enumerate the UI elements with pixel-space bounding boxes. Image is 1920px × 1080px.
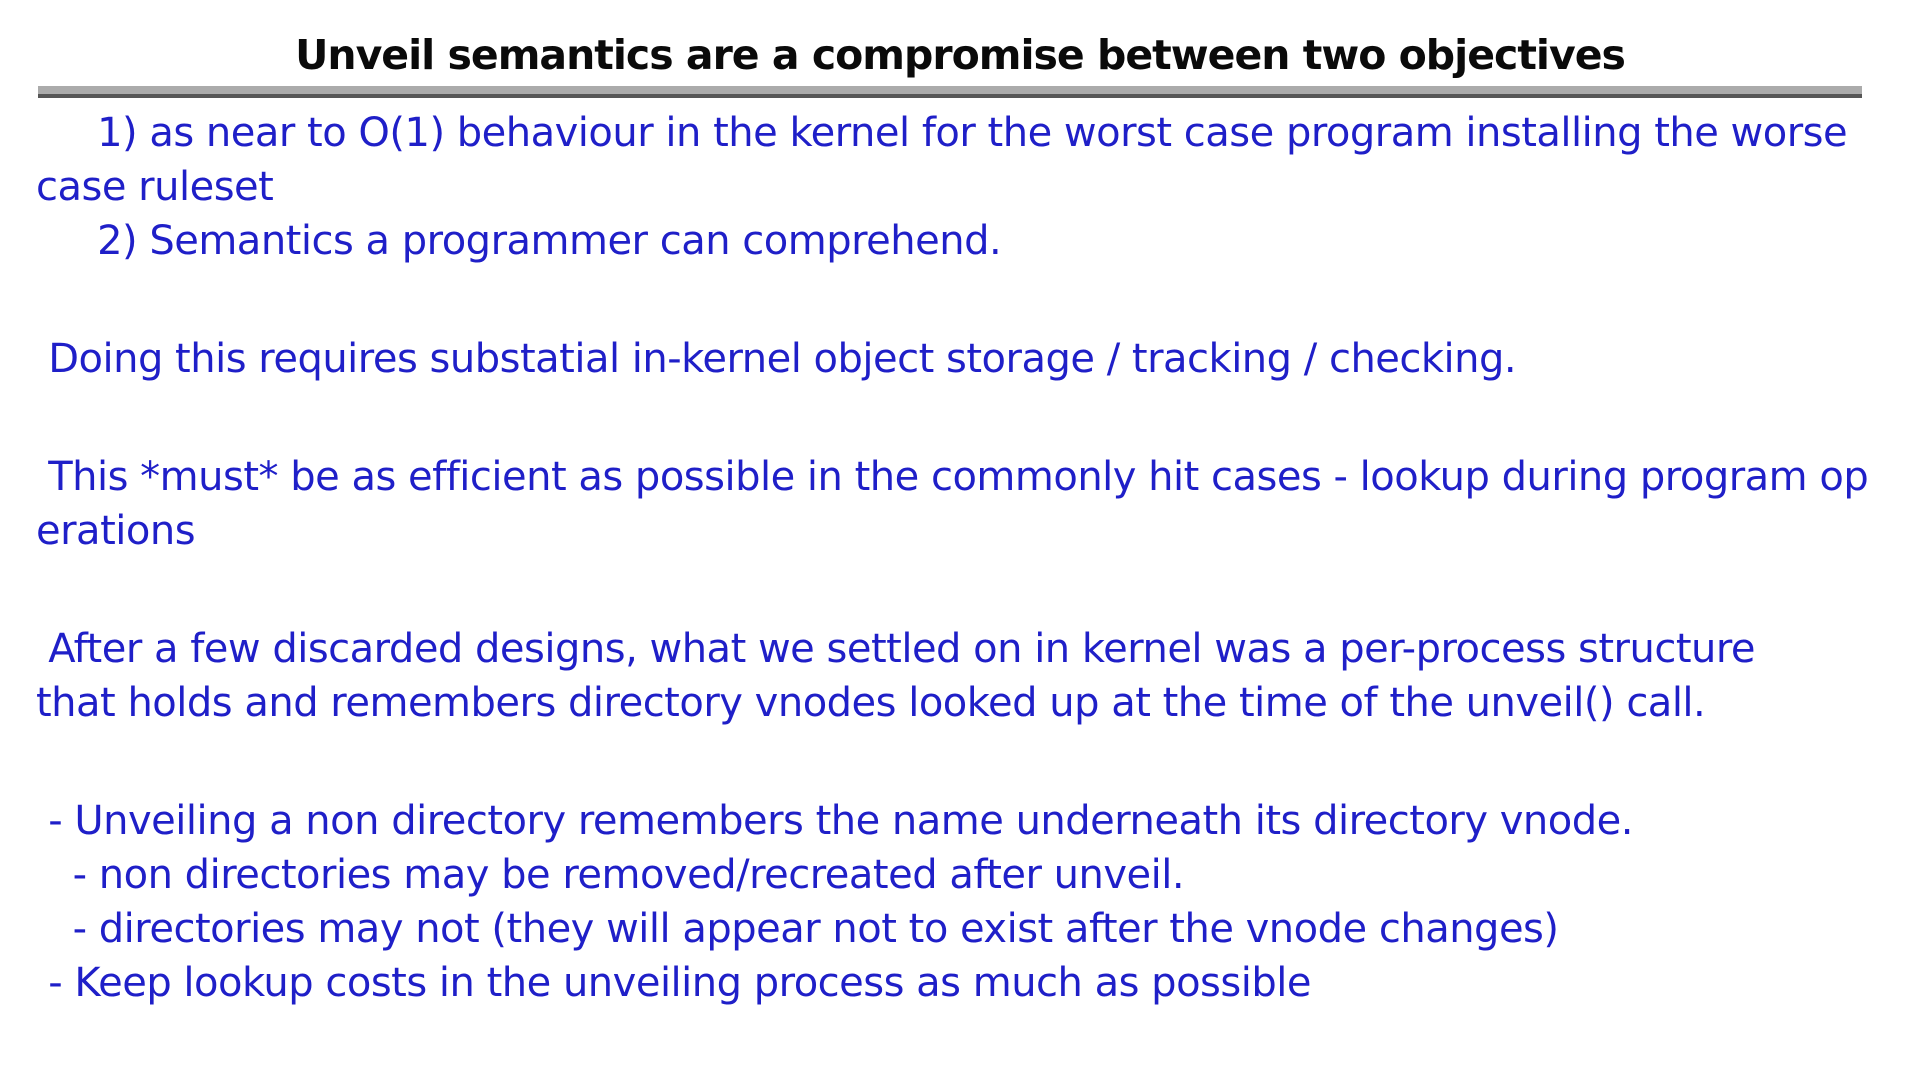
paragraph-design: After a few discarded designs, what we s… [36,622,1920,730]
text-line: This *must* be as efficient as possible … [36,454,1869,500]
paragraph-objectives: 1) as near to O(1) behaviour in the kern… [36,106,1920,268]
text-line: - non directories may be removed/recreat… [36,852,1185,898]
paragraph-rules: - Unveiling a non directory remembers th… [36,794,1920,1010]
title-divider [38,86,1862,98]
paragraph-efficiency: This *must* be as efficient as possible … [36,450,1920,558]
text-line: that holds and remembers directory vnode… [36,680,1706,726]
text-line: erations [36,508,196,554]
slide-body: 1) as near to O(1) behaviour in the kern… [36,106,1920,1074]
text-line: - directories may not (they will appear … [36,906,1559,952]
paragraph-storage: Doing this requires substatial in-kernel… [36,332,1920,386]
text-line: 1) as near to O(1) behaviour in the kern… [36,110,1848,156]
divider-light-band [38,86,1862,94]
text-line: After a few discarded designs, what we s… [36,626,1756,672]
text-line: - Unveiling a non directory remembers th… [36,798,1633,844]
text-line: case ruleset [36,164,274,210]
text-line: Doing this requires substatial in-kernel… [36,336,1517,382]
slide-title: Unveil semantics are a compromise betwee… [295,31,1626,79]
divider-dark-band [38,94,1862,98]
text-line: 2) Semantics a programmer can comprehend… [36,218,1002,264]
text-line: - Keep lookup costs in the unveiling pro… [36,960,1311,1006]
